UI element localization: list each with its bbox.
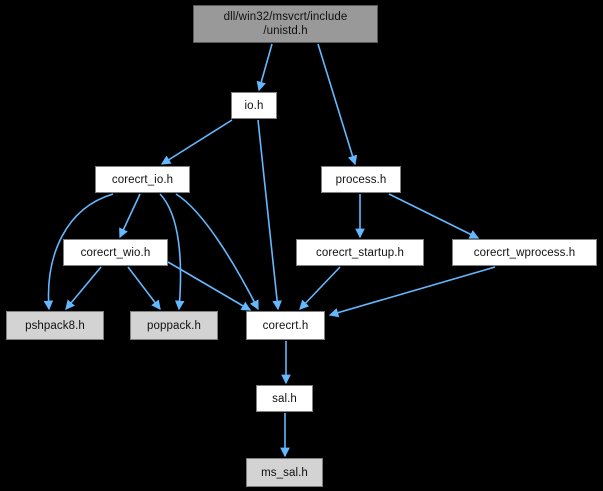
graph-edge-corecrt_startup-to-corecrt bbox=[299, 266, 341, 310]
graph-edge-process-to-corecrt_wprocess bbox=[388, 193, 480, 239]
graph-edge-corecrt_io-to-corecrt bbox=[175, 193, 259, 311]
graph-edge-corecrt_wio-to-poppack bbox=[127, 266, 161, 311]
graph-node-label: dll/win32/msvcrt/include /unistd.h bbox=[223, 11, 348, 37]
graph-edge-corecrt_io-to-poppack bbox=[159, 193, 185, 311]
graph-node-label: corecrt_wprocess.h bbox=[473, 246, 576, 259]
graph-node-corecrt_io[interactable]: corecrt_io.h bbox=[95, 166, 190, 193]
graph-node-corecrt[interactable]: corecrt.h bbox=[246, 311, 325, 340]
graph-edges bbox=[43, 43, 496, 458]
graph-node-corecrt_wprocess[interactable]: corecrt_wprocess.h bbox=[452, 239, 597, 266]
graph-node-corecrt_startup[interactable]: corecrt_startup.h bbox=[296, 239, 424, 266]
graph-edge-corecrt_wio-to-corecrt bbox=[167, 261, 252, 311]
graph-node-unistd[interactable]: dll/win32/msvcrt/include /unistd.h bbox=[193, 5, 378, 43]
graph-node-poppack[interactable]: poppack.h bbox=[130, 311, 218, 340]
graph-edge-corecrt_io-to-corecrt_wio bbox=[119, 193, 141, 239]
graph-node-io[interactable]: io.h bbox=[231, 92, 277, 119]
graph-edge-corecrt_wprocess-to-corecrt bbox=[328, 266, 496, 318]
graph-node-process[interactable]: process.h bbox=[321, 166, 401, 193]
graph-node-label: corecrt_startup.h bbox=[316, 246, 404, 259]
graph-node-label: process.h bbox=[335, 173, 387, 186]
graph-node-label: corecrt.h bbox=[262, 319, 309, 332]
graph-node-corecrt_wio[interactable]: corecrt_wio.h bbox=[63, 239, 168, 266]
graph-node-label: pshpack8.h bbox=[25, 319, 85, 332]
graph-node-label: sal.h bbox=[272, 392, 297, 405]
graph-node-label: ms_sal.h bbox=[261, 466, 308, 479]
graph-node-pshpack8[interactable]: pshpack8.h bbox=[6, 311, 104, 340]
graph-edge-io-to-corecrt bbox=[257, 119, 282, 311]
graph-edge-unistd-to-process bbox=[317, 43, 358, 166]
graph-node-sal[interactable]: sal.h bbox=[256, 385, 313, 412]
graph-edge-unistd-to-io bbox=[256, 43, 273, 92]
graph-node-label: poppack.h bbox=[147, 319, 201, 332]
graph-edge-corecrt_io-to-pshpack8 bbox=[43, 193, 114, 311]
graph-node-ms_sal[interactable]: ms_sal.h bbox=[246, 458, 323, 487]
graph-node-label: io.h bbox=[244, 99, 264, 112]
graph-node-label: corecrt_wio.h bbox=[80, 246, 151, 259]
graph-node-label: corecrt_io.h bbox=[111, 173, 174, 186]
graph-edge-corecrt_wio-to-pshpack8 bbox=[65, 266, 102, 310]
graph-edge-io-to-corecrt_io bbox=[160, 119, 233, 165]
